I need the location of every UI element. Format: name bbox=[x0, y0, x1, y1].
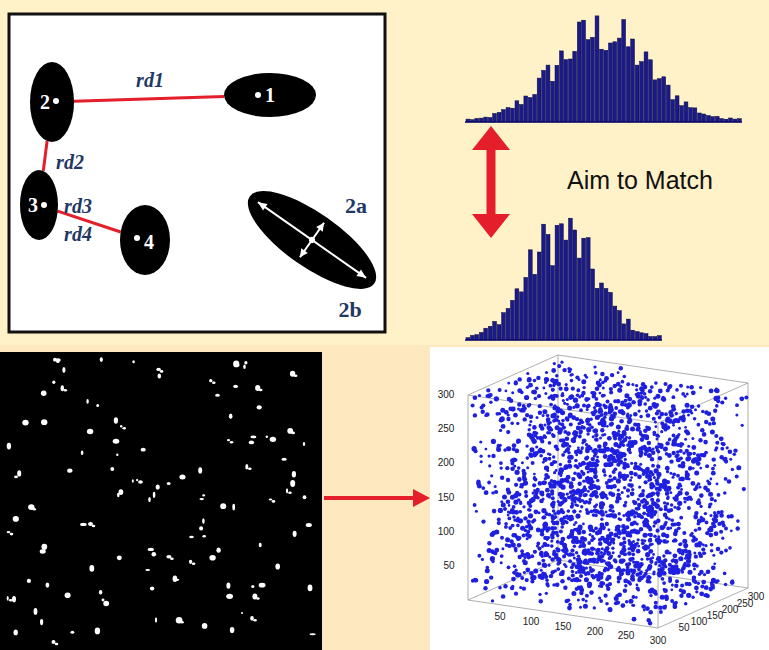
sketch-frame bbox=[9, 14, 385, 332]
axis-tick: 100 bbox=[691, 617, 708, 627]
particle-number: 3 bbox=[28, 195, 38, 215]
distance-label: rd4 bbox=[64, 224, 92, 244]
histogram-top bbox=[466, 16, 741, 122]
match-arrow bbox=[472, 126, 510, 238]
scatter-axes bbox=[468, 355, 748, 628]
axis-tick: 250 bbox=[618, 631, 635, 641]
axis-tick: 200 bbox=[587, 627, 604, 637]
axis-tick: 150 bbox=[438, 493, 455, 503]
axis-tick: 200 bbox=[438, 458, 455, 468]
axis-tick: 300 bbox=[650, 636, 667, 646]
transform-arrow bbox=[324, 489, 430, 507]
white-blobs bbox=[7, 357, 316, 645]
axis-tick: 300 bbox=[748, 592, 765, 602]
bottom-panel bbox=[0, 345, 769, 650]
particle-ellipse: 2 bbox=[30, 62, 74, 142]
particle-ellipse: 1 bbox=[224, 73, 316, 117]
scatter-plot-frame bbox=[430, 347, 769, 650]
distance-line bbox=[43, 141, 47, 171]
axis-tick: 100 bbox=[438, 527, 455, 537]
note-text: Aim to Match bbox=[567, 168, 713, 193]
histogram-baseline bbox=[465, 121, 742, 123]
axis-tick: 200 bbox=[722, 605, 739, 615]
axis-tick: 50 bbox=[443, 561, 454, 571]
distance-label: rd2 bbox=[56, 152, 84, 172]
binary-image bbox=[0, 352, 322, 650]
axis-tick: 50 bbox=[494, 612, 505, 622]
axis-tick: 150 bbox=[555, 622, 572, 632]
distance-label: rd3 bbox=[64, 196, 92, 216]
ellipse-shape bbox=[20, 170, 58, 240]
scatter-points bbox=[471, 361, 749, 626]
distance-line bbox=[74, 97, 224, 102]
particle-ellipse: 4 bbox=[120, 205, 170, 275]
ellipse-shape bbox=[30, 62, 74, 142]
dimension-ellipse bbox=[234, 174, 389, 305]
dimension-label: 2a bbox=[345, 195, 367, 217]
particle-number: 1 bbox=[265, 85, 275, 105]
top-panel bbox=[0, 0, 769, 345]
particle-number: 2 bbox=[40, 92, 50, 112]
particle-number: 4 bbox=[144, 232, 154, 252]
histogram-baseline bbox=[465, 339, 662, 341]
dimension-label: 2b bbox=[338, 299, 361, 321]
particle-ellipse: 3 bbox=[20, 170, 58, 240]
axis-tick: 300 bbox=[438, 390, 455, 400]
axis-tick: 100 bbox=[523, 617, 540, 627]
axis-tick: 150 bbox=[707, 611, 724, 621]
distance-label: rd1 bbox=[136, 70, 164, 90]
axis-tick: 250 bbox=[438, 424, 455, 434]
histogram-bottom bbox=[466, 218, 661, 340]
axis-tick: 50 bbox=[678, 623, 689, 633]
